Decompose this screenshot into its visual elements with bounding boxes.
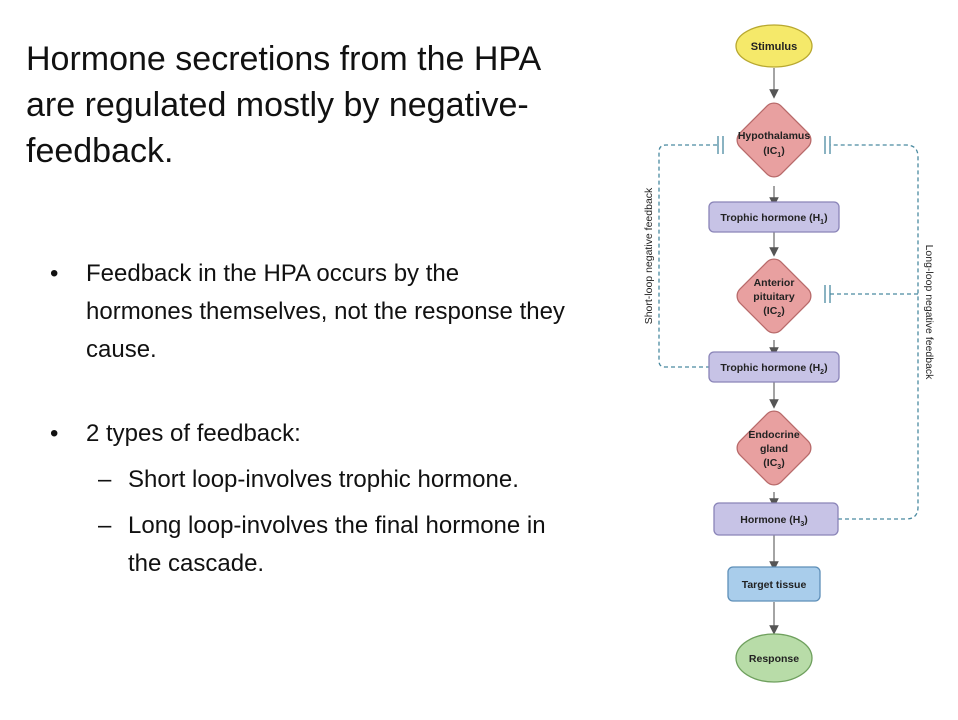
short-loop-label: Short-loop negative feedback (643, 187, 655, 324)
endocrine-gland-code: (IC3) (763, 457, 784, 471)
bullet-text: Feedback in the HPA occurs by the hormon… (86, 260, 565, 363)
long-loop-block-marks (824, 136, 831, 303)
response-node: Response (735, 633, 813, 683)
endocrine-gland-line1: Endocrine (748, 429, 800, 441)
short-loop-feedback (658, 144, 718, 368)
dash-icon: – (98, 466, 112, 493)
short-loop-block-marks (717, 136, 724, 154)
trophic-hormone-h1-label: Trophic hormone (H1) (720, 212, 827, 226)
sub-bullet-text: Short loop-involves trophic hormone. (128, 466, 519, 493)
bullet-list: • Feedback in the HPA occurs by the horm… (50, 255, 570, 583)
long-loop-label: Long-loop negative feedback (923, 245, 935, 381)
anterior-pituitary-code: (IC2) (763, 305, 784, 319)
stimulus-label: Stimulus (751, 41, 797, 53)
slide-title: Hormone secretions from the HPA are regu… (26, 40, 540, 170)
anterior-pituitary-node: Anterior pituitary (IC2) (736, 258, 812, 334)
stimulus-node: Stimulus (735, 24, 813, 68)
hormone-h3-node: Hormone (H3) (713, 502, 839, 536)
bullet-item: • Feedback in the HPA occurs by the horm… (50, 255, 570, 369)
bullet-dot-icon: • (50, 420, 59, 447)
anterior-pituitary-line1: Anterior (754, 277, 795, 289)
anterior-pituitary-line2: pituitary (753, 291, 795, 303)
endocrine-gland-node: Endocrine gland (IC3) (736, 410, 812, 486)
endocrine-gland-line2: gland (760, 443, 788, 455)
trophic-hormone-h2-label: Trophic hormone (H2) (720, 362, 827, 376)
dash-icon: – (98, 512, 112, 539)
response-label: Response (749, 653, 799, 665)
sub-bullet-item: – Long loop-involves the final hormone i… (50, 507, 570, 583)
sub-bullet-item: – Short loop-involves trophic hormone. (50, 461, 570, 499)
long-loop-feedback (830, 144, 919, 520)
bullet-dot-icon: • (50, 260, 59, 287)
trophic-hormone-h2-node: Trophic hormone (H2) (708, 351, 840, 383)
hypothalamus-code: (IC1) (763, 145, 784, 159)
bullet-item: • 2 types of feedback: (50, 415, 570, 453)
bullet-text: 2 types of feedback: (86, 420, 301, 447)
hormone-h3-label: Hormone (H3) (740, 514, 808, 528)
sub-bullet-text: Long loop-involves the final hormone in … (128, 512, 546, 577)
target-tissue-label: Target tissue (742, 579, 807, 591)
hypothalamus-node: Hypothalamus (IC1) (736, 102, 812, 178)
hypothalamus-label: Hypothalamus (738, 130, 811, 142)
trophic-hormone-h1-node: Trophic hormone (H1) (708, 201, 840, 233)
target-tissue-node: Target tissue (727, 566, 821, 602)
